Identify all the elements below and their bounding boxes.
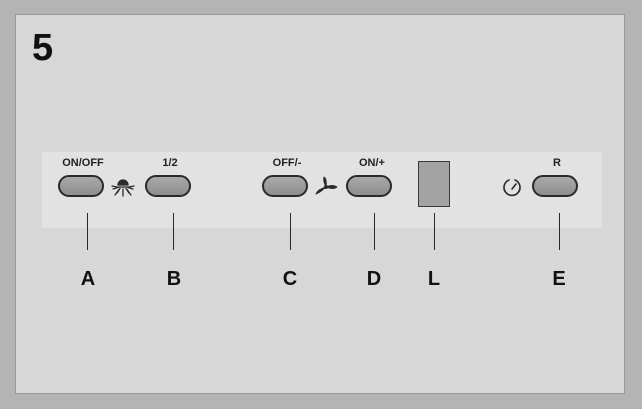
fan-icon [315,176,338,195]
leader-line-d [374,213,375,250]
light-icon [111,179,135,197]
letter-e: E [552,268,566,290]
off-minus-button[interactable] [262,175,308,197]
on-off-button[interactable] [58,175,104,197]
letter-c: C [282,268,298,290]
step-number: 5 [32,27,54,69]
on-plus-button[interactable] [346,175,392,197]
timer-icon [503,179,521,197]
leader-line-l [434,213,435,250]
reset-button[interactable] [532,175,578,197]
leader-line-c [290,213,291,250]
leader-line-a [87,213,88,250]
leader-line-e [559,213,560,250]
label-on-off: ON/OFF [62,157,104,169]
letter-a: A [80,268,96,290]
letter-d: D [366,268,382,290]
figure-panel: 5 ON/OFF 1/2 OFF/- ON/+ R [15,14,625,394]
indicator-light [418,161,450,207]
letter-l: L [427,268,441,290]
letter-b: B [166,268,182,290]
leader-line-b [173,213,174,250]
label-half: 1/2 [162,157,178,169]
label-off-minus: OFF/- [272,157,302,169]
label-reset: R [553,157,561,169]
half-button[interactable] [145,175,191,197]
label-on-plus: ON/+ [359,157,385,169]
